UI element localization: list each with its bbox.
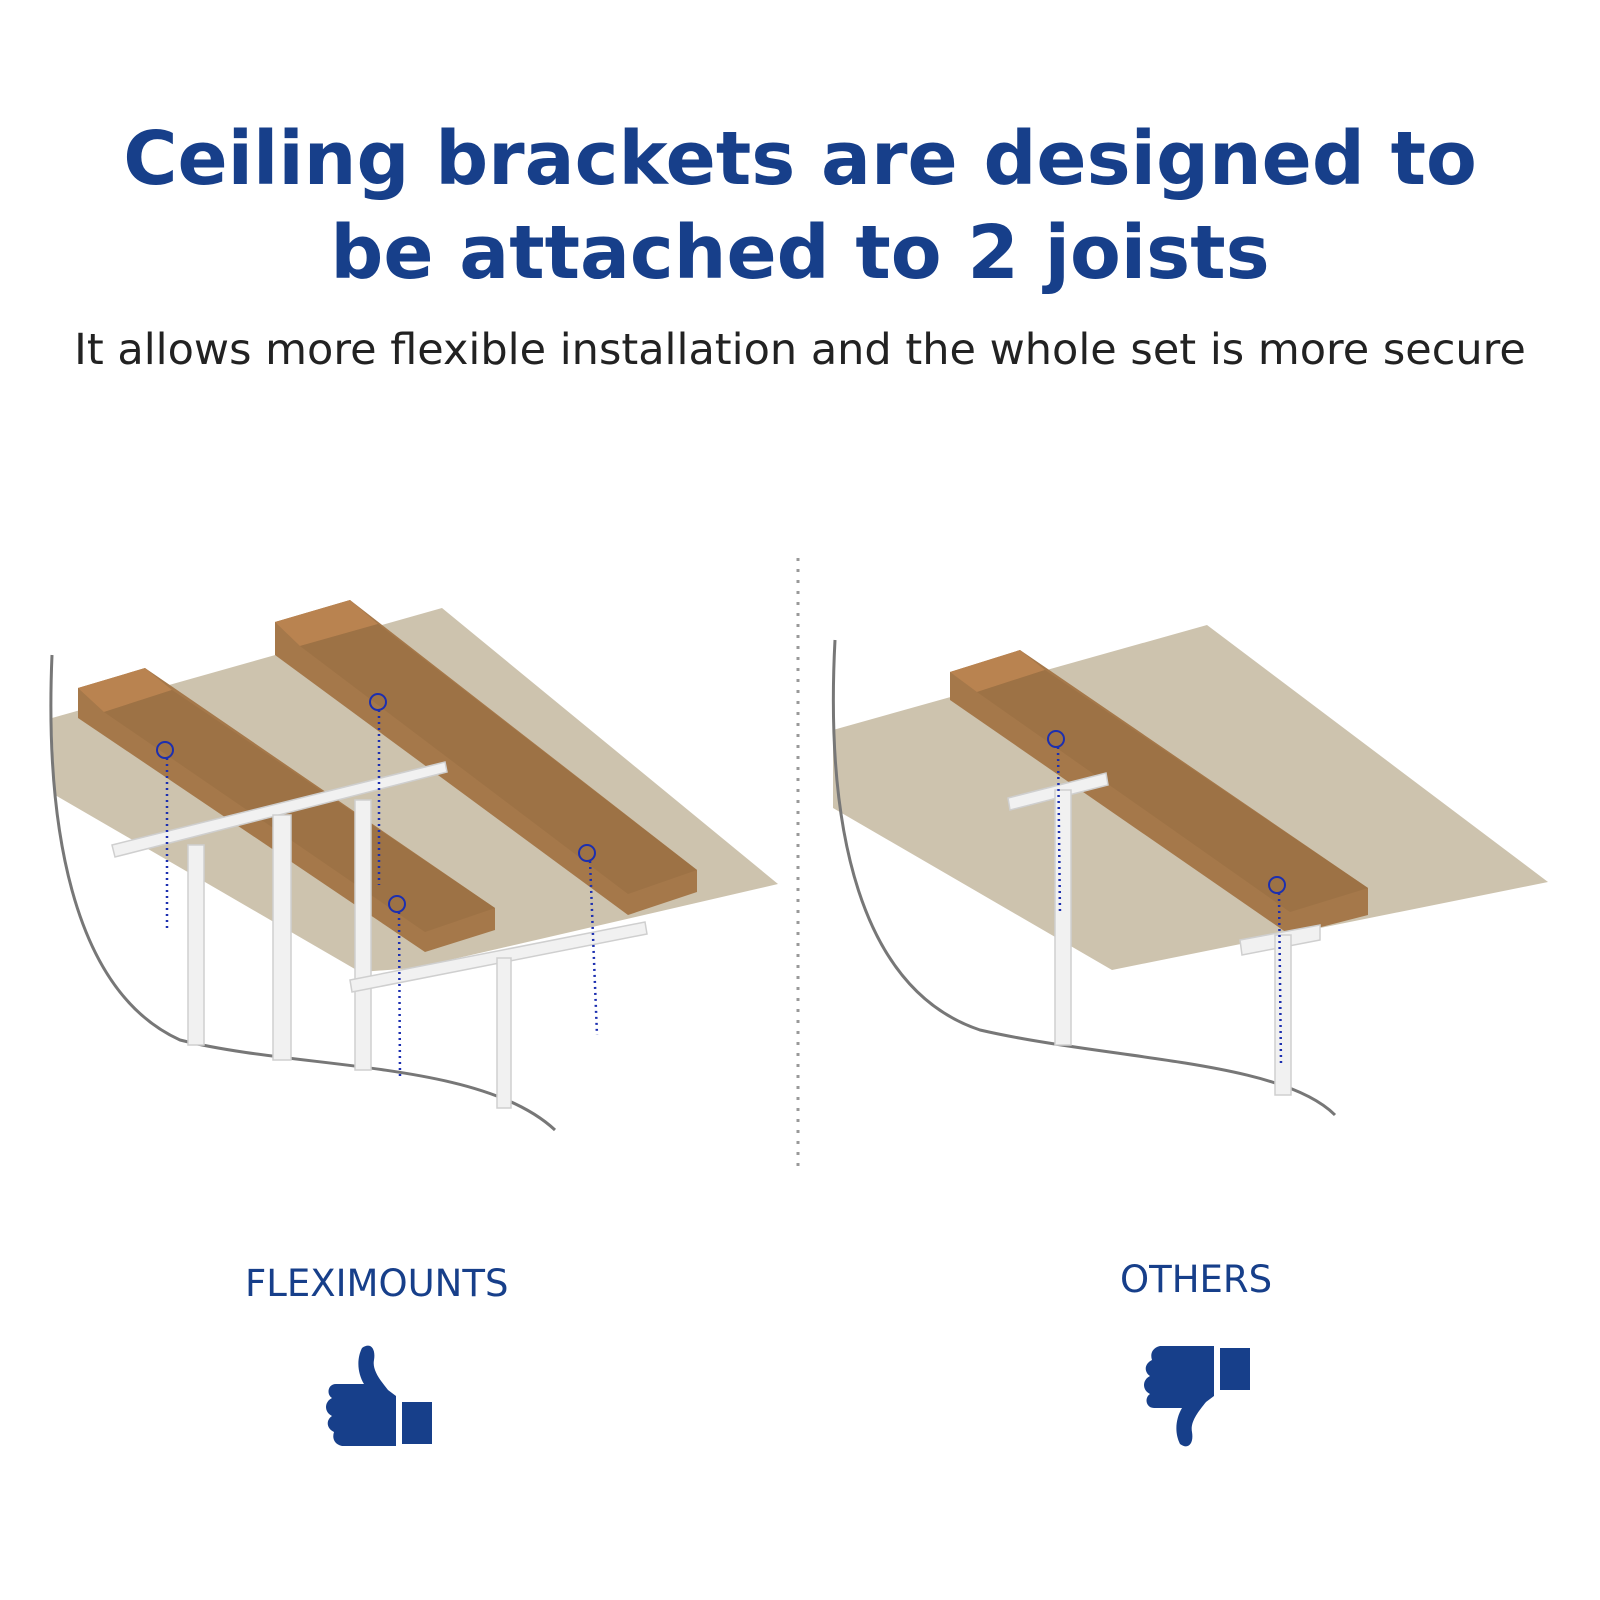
thumbs-up-icon bbox=[326, 1345, 432, 1446]
subtitle: It allows more flexible installation and… bbox=[74, 325, 1526, 375]
wall-curve bbox=[831, 639, 1337, 1117]
screw-marker bbox=[1268, 876, 1286, 894]
thumbs-down-icon bbox=[1144, 1346, 1250, 1447]
headline-line-1: Ceiling brackets are designed to bbox=[123, 116, 1477, 202]
screw-marker bbox=[578, 844, 596, 862]
others-illustration bbox=[831, 625, 1548, 1117]
screw-marker bbox=[388, 895, 406, 913]
ceiling-bracket bbox=[1007, 772, 1321, 1096]
wall-curve bbox=[49, 654, 557, 1132]
screw-marker bbox=[1047, 730, 1065, 748]
ceiling-bracket bbox=[111, 761, 648, 1109]
headline-line-2: be attached to 2 joists bbox=[330, 210, 1270, 296]
headline: Ceiling brackets are designed to be atta… bbox=[0, 112, 1600, 300]
screw-marker bbox=[156, 741, 174, 759]
fleximounts-illustration bbox=[49, 600, 778, 1132]
fleximounts-label: FLEXIMOUNTS bbox=[245, 1262, 509, 1305]
others-label: OTHERS bbox=[1120, 1258, 1273, 1301]
